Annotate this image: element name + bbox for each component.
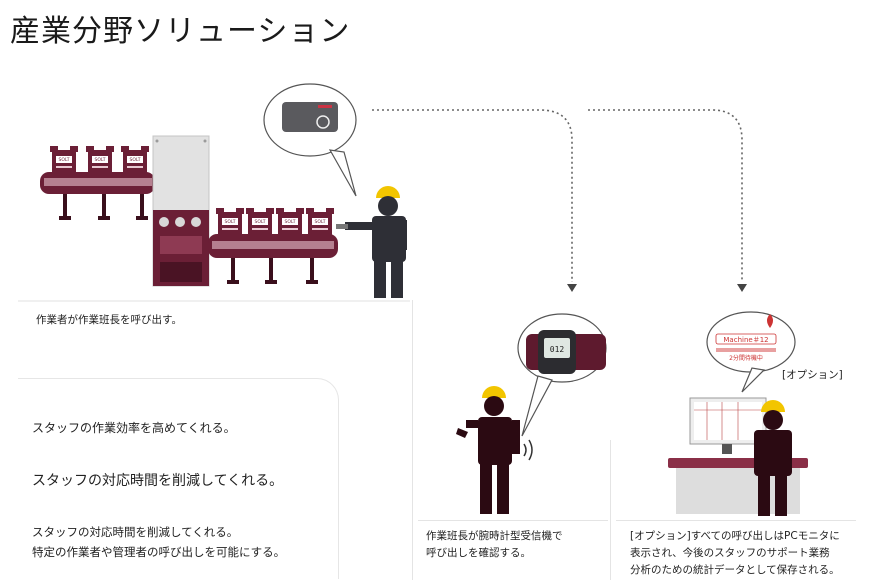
vibration-icon [523,439,533,461]
caption-line: 作業班長が腕時計型受信機で [426,530,563,542]
caption-line: 呼び出しを確認する。 [426,547,531,559]
lower-conveyor [208,208,338,284]
upper-conveyor [40,146,155,220]
svg-text:SOLT: SOLT [94,157,105,163]
svg-text:SOLT: SOLT [314,219,325,225]
worker-figure [336,186,407,298]
benefit-efficiency: スタッフの作業効率を高めてくれる。 [32,421,236,435]
svg-text:SOLT: SOLT [58,157,69,163]
caption-line: [オプション]すべての呼び出しはPCモニタに [630,530,840,542]
page-title: 産業分野ソリューション [10,14,351,49]
supervisor-figure [456,386,533,514]
box-brand-labels: SOLT SOLT SOLT SOLT SOLT SOLT SOLT [58,157,325,225]
pc-desk-scene [668,397,808,516]
scene3-caption: [オプション]すべての呼び出しはPCモニタに 表示され、今後のスタッフのサポート… [630,528,840,579]
machine-label: Machine＃12 [723,336,768,344]
divider [412,300,413,580]
watch-display: 012 [550,345,565,354]
svg-text:SOLT: SOLT [254,219,265,225]
scene2-caption: 作業班長が腕時計型受信機で 呼び出しを確認する。 [426,528,563,562]
benefits-panel [18,378,339,579]
wrench-icon [456,428,468,438]
divider [418,520,608,521]
benefit-summary: スタッフの対応時間を削減してくれる。 特定の作業者や管理者の呼び出しを可能にする… [32,522,285,562]
watch-bubble: 012 [517,313,607,437]
svg-text:SOLT: SOLT [284,219,295,225]
signal-arrows [372,109,743,282]
wait-status: 2分間待機中 [729,354,763,362]
call-button-bubble [263,83,357,197]
svg-text:SOLT: SOLT [224,219,235,225]
alert-drop-icon [767,314,773,328]
benefit-time: スタッフの対応時間を削減してくれる。 [32,473,284,489]
caption-line: 表示され、今後のスタッフのサポート業務 [630,547,830,559]
caption-line: 分析のための統計データとして保存される。 [630,564,840,576]
divider [610,440,611,580]
benefit-summary-line: スタッフの対応時間を削減してくれる。 [32,525,239,539]
monitor-bubble: Machine＃12 2分間待機中 [706,311,796,393]
option-label: [オプション] [782,369,843,381]
svg-text:SOLT: SOLT [129,157,140,163]
machine-cabinet [152,135,210,287]
scene1-caption: 作業者が作業班長を呼び出す。 [36,314,182,326]
call-button-icon [316,115,330,129]
benefit-summary-line: 特定の作業者や管理者の呼び出しを可能にする。 [32,545,286,559]
divider [616,520,856,521]
